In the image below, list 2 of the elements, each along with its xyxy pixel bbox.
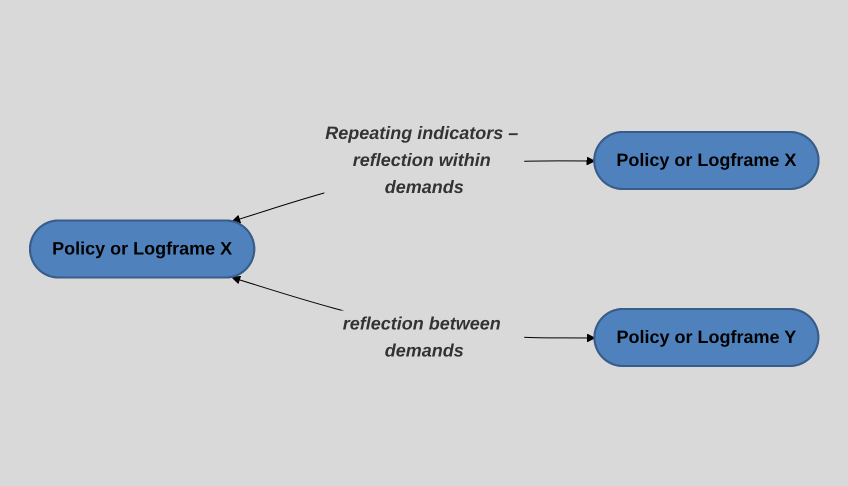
- edge-label: Repeating indicators – reflection within demands: [324, 123, 518, 197]
- edge-label: reflection between demands: [342, 313, 501, 360]
